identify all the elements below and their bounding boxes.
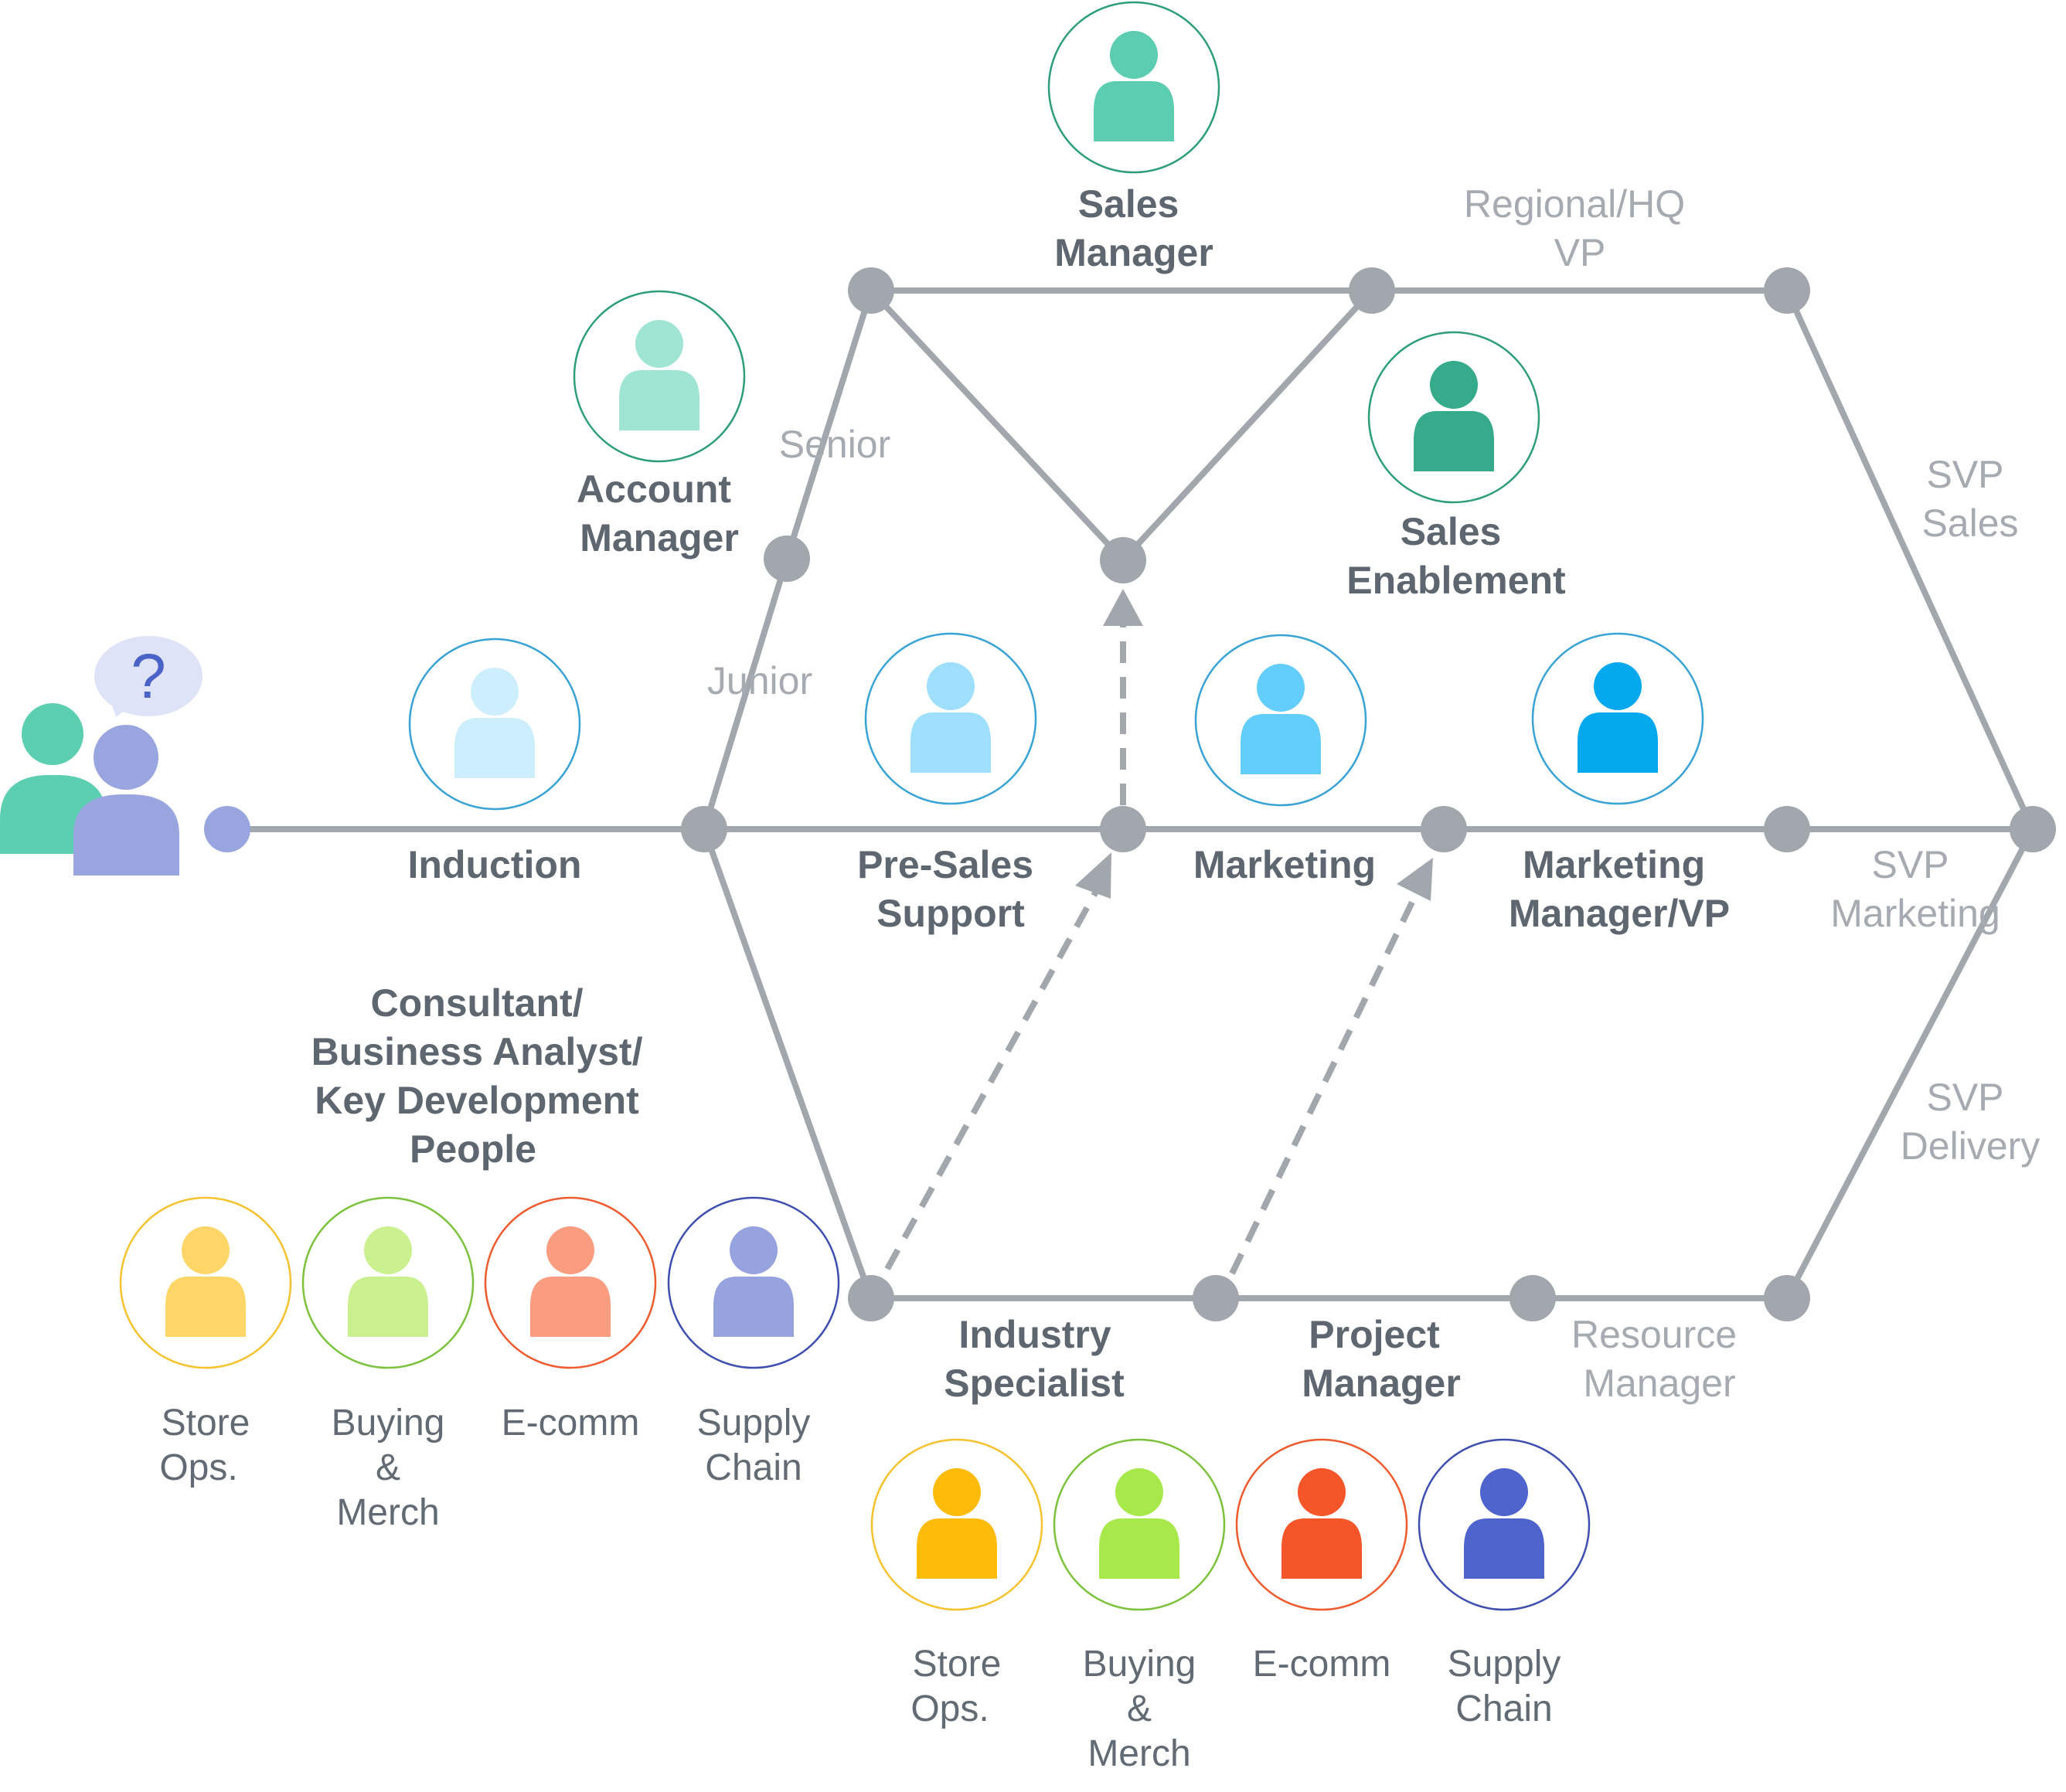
resource-manager-label: Resource Manager: [1571, 1313, 1748, 1405]
consultant-ecomm-icon: [484, 1196, 657, 1369]
specialist-specialism-icons: [870, 1438, 1591, 1611]
node-sales-enablement: [1100, 537, 1146, 583]
junior-label: Junior: [707, 659, 812, 702]
specialist-supply_chain-icon: [1418, 1438, 1591, 1611]
arrowhead-up: [1103, 589, 1143, 626]
node-senior: [764, 536, 810, 582]
industry-specialist-label: Industry Specialist: [944, 1313, 1125, 1405]
node-presales: [1100, 806, 1146, 852]
role-marketing-manager-vp-icon: [1531, 632, 1704, 805]
svp-sales-line: [1784, 287, 2036, 832]
node-sales-manager-left: [848, 267, 894, 314]
node-resource-manager: [1510, 1275, 1556, 1321]
question-mark: ?: [131, 641, 166, 712]
node-svp-delivery: [1764, 1275, 1810, 1321]
sales-enablement-label: Sales Enablement: [1346, 510, 1566, 602]
specialist-store_ops-icon: [870, 1438, 1043, 1611]
project-manager-label: Project Manager: [1302, 1313, 1461, 1405]
svp-delivery-label: SVP Delivery: [1901, 1076, 2040, 1168]
sales-manager-label: Sales Manager: [1054, 182, 1213, 274]
role-icons: [408, 1, 1704, 811]
node-regional-vp: [1764, 267, 1810, 314]
role-labels: Sales Manager Account Manager Sales Enab…: [311, 182, 1730, 1405]
start-person-with-question-icon: ?: [0, 636, 250, 876]
junction-nodes: [681, 267, 2056, 1321]
enablement-to-regional-vp-line: [1120, 287, 1375, 563]
specialist-ecomm-label: E-comm: [1253, 1644, 1391, 1685]
consultant-specialism-icons: [119, 1196, 840, 1369]
person-purple-icon: [73, 725, 179, 876]
role-sales-enablement-icon: [1367, 331, 1540, 504]
person-green-icon: [0, 703, 107, 854]
level-labels: Senior Junior Regional/HQ VP SVP Sales S…: [707, 182, 2040, 1405]
role-account-manager-icon: [573, 290, 746, 463]
progression-arrowheads: [1075, 589, 1433, 901]
junior-to-delivery-line: [701, 826, 874, 1301]
marketing-label: Marketing: [1193, 843, 1376, 886]
specialist-buying_merch-label: Buying&Merch: [1083, 1644, 1196, 1774]
svp-marketing-label: SVP Marketing: [1830, 843, 2000, 935]
node-end: [2010, 806, 2056, 852]
node-junior: [681, 806, 727, 852]
consultant-label: Consultant/ Business Analyst/ Key Develo…: [311, 981, 654, 1171]
senior-label: Senior: [779, 423, 891, 466]
role-marketing-icon: [1194, 634, 1367, 807]
sales-manager-to-enablement-line: [868, 287, 1126, 563]
consultant-buying_merch-icon: [301, 1196, 475, 1369]
consultant-store_ops-icon: [119, 1196, 292, 1369]
junior-to-senior-line: [701, 556, 790, 832]
role-pre-sales-support-icon: [864, 632, 1037, 805]
consultant-supply_chain-icon: [667, 1196, 840, 1369]
node-marketing: [1421, 806, 1467, 852]
specialist-to-presales-arrow: [884, 887, 1101, 1270]
induction-label: Induction: [408, 843, 582, 886]
node-svp-marketing: [1764, 806, 1810, 852]
progression-arrows: [884, 624, 1421, 1275]
role-induction-icon: [408, 638, 581, 811]
consultant-ecomm-label: E-comm: [502, 1403, 640, 1443]
svp-delivery-line: [1784, 826, 2036, 1301]
specialist-ecomm-icon: [1235, 1438, 1408, 1611]
node-project-manager: [1193, 1275, 1239, 1321]
marketing-manager-vp-label: Marketing Manager/VP: [1509, 843, 1730, 935]
node-sales-manager-right: [1349, 267, 1395, 314]
project-manager-to-marketing-arrow: [1229, 889, 1421, 1275]
pre-sales-support-label: Pre-Sales Support: [857, 843, 1044, 935]
start-node: [204, 806, 250, 852]
arrowhead-marketing: [1397, 858, 1433, 901]
role-sales-manager-icon: [1047, 1, 1220, 174]
speech-bubble-icon: [94, 636, 203, 717]
specialist-buying_merch-icon: [1053, 1438, 1226, 1611]
regional-hq-vp-label: Regional/HQ VP: [1464, 182, 1696, 274]
consultant-buying_merch-label: Buying&Merch: [332, 1403, 445, 1533]
arrowhead-presales: [1075, 852, 1111, 899]
senior-to-sales-manager-line: [784, 287, 874, 562]
account-manager-label: Account Manager: [577, 468, 742, 559]
node-specialist: [848, 1275, 894, 1321]
svp-sales-label: SVP Sales: [1921, 453, 2018, 545]
